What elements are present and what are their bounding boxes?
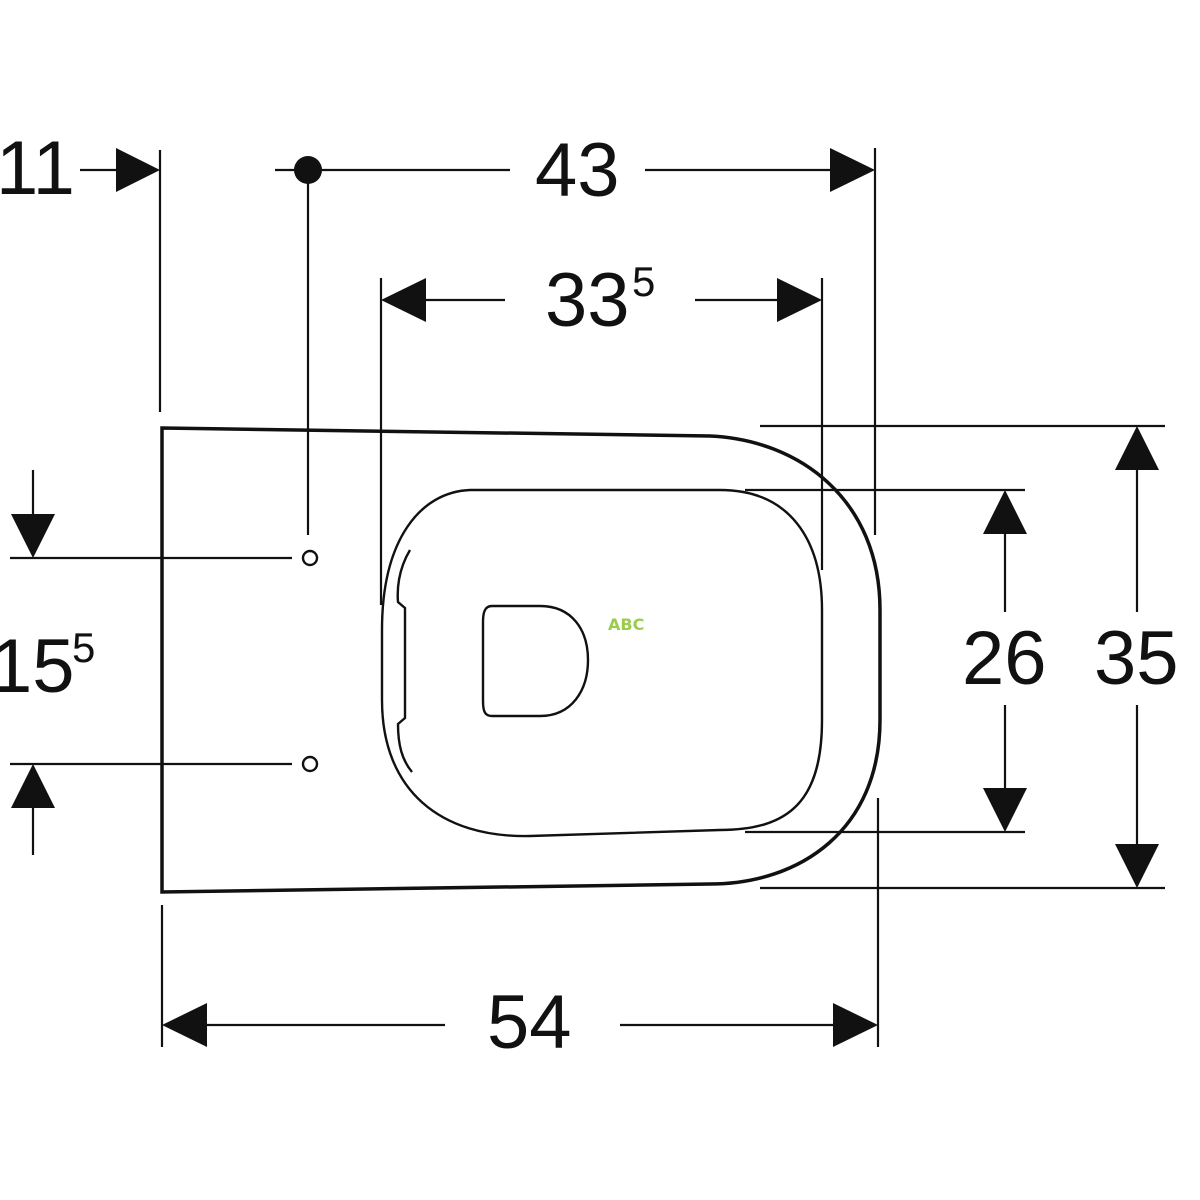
fixing-hole-top	[301, 549, 319, 567]
watermark-text: ABC	[608, 615, 644, 634]
dimension-33-5: 33 5	[379, 258, 824, 605]
dimension-label: 43	[535, 128, 620, 213]
dimension-superscript: 5	[632, 258, 655, 305]
dimension-43: 43	[275, 128, 877, 535]
dimension-label: 35	[1094, 616, 1179, 701]
dimension-54: 54	[160, 798, 880, 1065]
dimension-label: 11	[0, 126, 75, 211]
dimension-26: 26	[745, 488, 1047, 834]
fixing-hole-bottom	[301, 755, 319, 773]
seat-hinge-edge	[396, 549, 413, 773]
seat-outline	[380, 488, 824, 838]
dimension-label: 26	[962, 616, 1047, 701]
dimension-15-5: 15 5	[0, 470, 292, 855]
toilet-outline	[160, 426, 882, 894]
dimension-11: 11	[0, 126, 162, 412]
dimension-label: 15	[0, 624, 75, 709]
bowl-opening	[481, 604, 590, 718]
dimension-label: 54	[487, 980, 572, 1065]
dimension-label: 33	[545, 258, 630, 343]
dimension-superscript: 5	[72, 624, 95, 671]
dimension-35: 35	[760, 424, 1179, 890]
